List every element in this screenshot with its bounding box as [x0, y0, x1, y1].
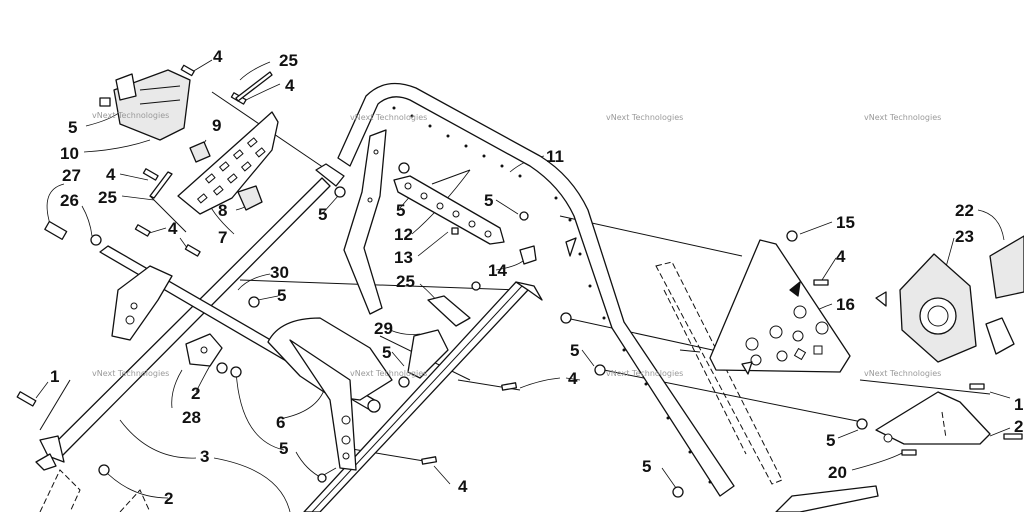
callout: 7 — [218, 228, 227, 247]
callout: 3 — [200, 447, 209, 466]
watermark-8: vNext Technologies — [864, 369, 941, 378]
callout: 4 — [106, 165, 116, 184]
watermarks: vNext Technologies vNext Technologies vN… — [92, 111, 941, 378]
callout: 2 — [164, 489, 173, 508]
callout: 5 — [318, 205, 327, 224]
main-frame-hoop — [337, 82, 735, 497]
side-brace — [343, 129, 387, 315]
callout: 5 — [277, 286, 286, 305]
canister-assembly — [875, 235, 1024, 363]
perforated-plate — [177, 111, 279, 215]
callout: 11 — [546, 147, 564, 166]
chassis-outline — [655, 261, 783, 485]
seat-pan — [267, 317, 393, 471]
callout-labels: 4 25 4 5 9 10 4 8 25 7 27 26 4 5 30 5 1 … — [50, 47, 1023, 508]
watermark-1: vNext Technologies — [92, 111, 169, 120]
callout: 1 — [1014, 395, 1023, 414]
watermark-3: vNext Technologies — [606, 113, 683, 122]
callout: 27 — [62, 166, 81, 185]
lower-bracket-20 — [875, 391, 991, 445]
callout: 25 — [396, 272, 415, 291]
control-module — [99, 69, 191, 141]
callout: 9 — [212, 116, 221, 135]
callout: 4 — [458, 477, 468, 496]
callout: 4 — [213, 47, 223, 66]
nuts — [90, 162, 868, 498]
callout: 4 — [836, 247, 846, 266]
callout: 25 — [279, 51, 298, 70]
callout: 4 — [168, 219, 178, 238]
callout: 6 — [276, 413, 285, 432]
callout: 4 — [568, 369, 578, 388]
callout: 2 — [1014, 417, 1023, 436]
steering-support-bar — [35, 163, 345, 471]
callout: 26 — [60, 191, 79, 210]
callout: 2 — [191, 384, 200, 403]
callout: 1 — [50, 367, 59, 386]
callout: 23 — [955, 227, 974, 246]
callout: 5 — [484, 191, 493, 210]
callout: 14 — [488, 261, 507, 280]
mount-bracket-25 — [427, 295, 471, 327]
watermark-5: vNext Technologies — [92, 369, 169, 378]
callout: 20 — [828, 463, 847, 482]
callout: 29 — [374, 319, 393, 338]
watermark-4: vNext Technologies — [864, 113, 941, 122]
callout: 5 — [826, 431, 835, 450]
callout: 15 — [836, 213, 855, 232]
callout: 5 — [642, 457, 651, 476]
rubber-mounts — [189, 141, 263, 211]
watermark-2: vNext Technologies — [350, 113, 427, 122]
callout: 10 — [60, 144, 79, 163]
callout: 5 — [279, 439, 288, 458]
callout: 5 — [396, 201, 405, 220]
hanger-bracket — [111, 265, 173, 341]
callout: 5 — [382, 343, 391, 362]
bottom-right-bracket — [775, 485, 879, 512]
callout: 8 — [218, 201, 227, 220]
callout: 12 — [394, 225, 413, 244]
callout: 30 — [270, 263, 289, 282]
callout: 28 — [182, 408, 201, 427]
callout: 5 — [68, 118, 77, 137]
watermark-6: vNext Technologies — [350, 369, 427, 378]
retainer-strap — [393, 175, 537, 265]
lower-frame-rail — [303, 281, 543, 512]
callout: 13 — [394, 248, 413, 267]
mount-bracket-28 — [185, 333, 223, 367]
callout: 16 — [836, 295, 855, 314]
callout: 25 — [98, 188, 117, 207]
watermark-7: vNext Technologies — [606, 369, 683, 378]
callout: 22 — [955, 201, 974, 220]
callout: 5 — [570, 341, 579, 360]
fasteners — [16, 64, 1023, 465]
lower-left-outline — [39, 469, 151, 512]
callout: 4 — [285, 76, 295, 95]
mount-bracket-29 — [407, 329, 449, 379]
triangular-mount-plate — [709, 239, 851, 375]
